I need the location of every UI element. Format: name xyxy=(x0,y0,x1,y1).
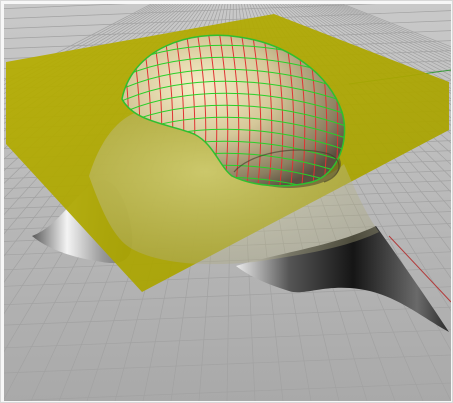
grid-line xyxy=(4,4,152,81)
isocurve-u xyxy=(228,35,240,186)
grid-line xyxy=(325,4,451,63)
grid-line xyxy=(328,4,451,60)
blended-surface-right-lobe xyxy=(236,226,449,332)
isocurve-v xyxy=(122,68,345,99)
dome-rim xyxy=(233,149,340,183)
grid-line xyxy=(4,354,451,374)
grid-line xyxy=(4,329,451,349)
grid-line xyxy=(306,4,451,89)
isocurve-u xyxy=(250,35,262,186)
perspective-viewport[interactable] xyxy=(4,4,451,401)
grid-line xyxy=(4,4,377,19)
grid-line xyxy=(4,306,451,326)
isocurve-u xyxy=(239,35,251,186)
grid-line xyxy=(322,4,451,66)
isocurve-v xyxy=(122,80,345,111)
grid-line xyxy=(303,4,451,94)
blended-surface-veil xyxy=(89,108,379,265)
grid-line xyxy=(317,4,451,73)
grid-line xyxy=(4,10,451,29)
grid-line xyxy=(301,4,451,100)
scene-canvas[interactable] xyxy=(4,4,451,401)
isocurve-v xyxy=(122,92,345,123)
grid-axis-x xyxy=(388,235,451,303)
grid-line xyxy=(4,382,451,401)
grid-line xyxy=(4,4,128,9)
grid-line xyxy=(320,4,451,69)
grid-line xyxy=(333,4,451,55)
grid-line xyxy=(330,4,451,57)
